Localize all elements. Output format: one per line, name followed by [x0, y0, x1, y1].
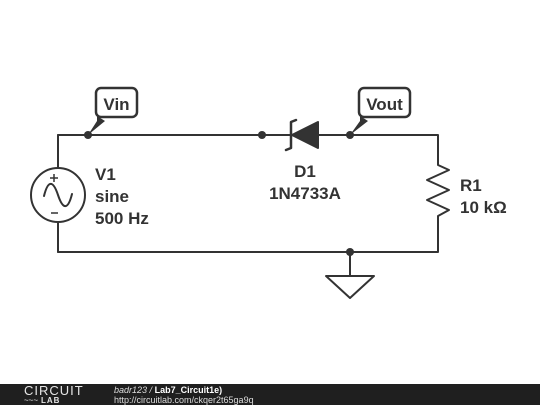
junction-dot — [346, 248, 354, 256]
footer-bar: CIRCUIT ~~~ LAB badr123 / Lab7_Circuit1e… — [0, 384, 540, 405]
logo-lab-text: LAB — [41, 395, 61, 405]
resistor-symbol — [426, 159, 450, 223]
circuitlab-logo-bottom: ~~~ LAB — [24, 396, 60, 405]
footer-title-line: badr123 / Lab7_Circuit1e) — [114, 385, 222, 395]
diode-name: D1 — [294, 162, 316, 181]
circuit-schematic: Vin Vout V1 sine 500 Hz D1 1N4733A R1 10… — [30, 86, 507, 299]
footer-url[interactable]: http://circuitlab.com/ckqer2t65ga9q — [114, 395, 254, 405]
source-name: V1 — [95, 165, 116, 184]
ground-symbol — [325, 275, 375, 299]
vin-net-label: Vin — [88, 86, 139, 135]
footer-separator: / — [149, 385, 153, 395]
vout-net-label: Vout — [350, 86, 412, 135]
bottom-wire — [57, 221, 439, 253]
junction-dot — [258, 131, 266, 139]
circuitlab-logo-top: CIRCUIT — [24, 383, 84, 398]
diode-part: 1N4733A — [269, 184, 341, 203]
vin-label-text: Vin — [103, 95, 129, 114]
footer-project[interactable]: Lab7_Circuit1e) — [154, 385, 223, 395]
waveform-icon: ~~~ — [24, 395, 39, 405]
resistor-name: R1 — [460, 176, 482, 195]
top-wire — [57, 134, 439, 161]
footer-user[interactable]: badr123 — [114, 385, 148, 395]
source-type: sine — [95, 187, 129, 206]
source-frequency: 500 Hz — [95, 209, 149, 228]
resistor-value: 10 kΩ — [460, 198, 507, 217]
zener-diode-symbol — [284, 118, 319, 152]
vout-label-text: Vout — [366, 95, 403, 114]
sine-source-symbol — [30, 167, 86, 223]
